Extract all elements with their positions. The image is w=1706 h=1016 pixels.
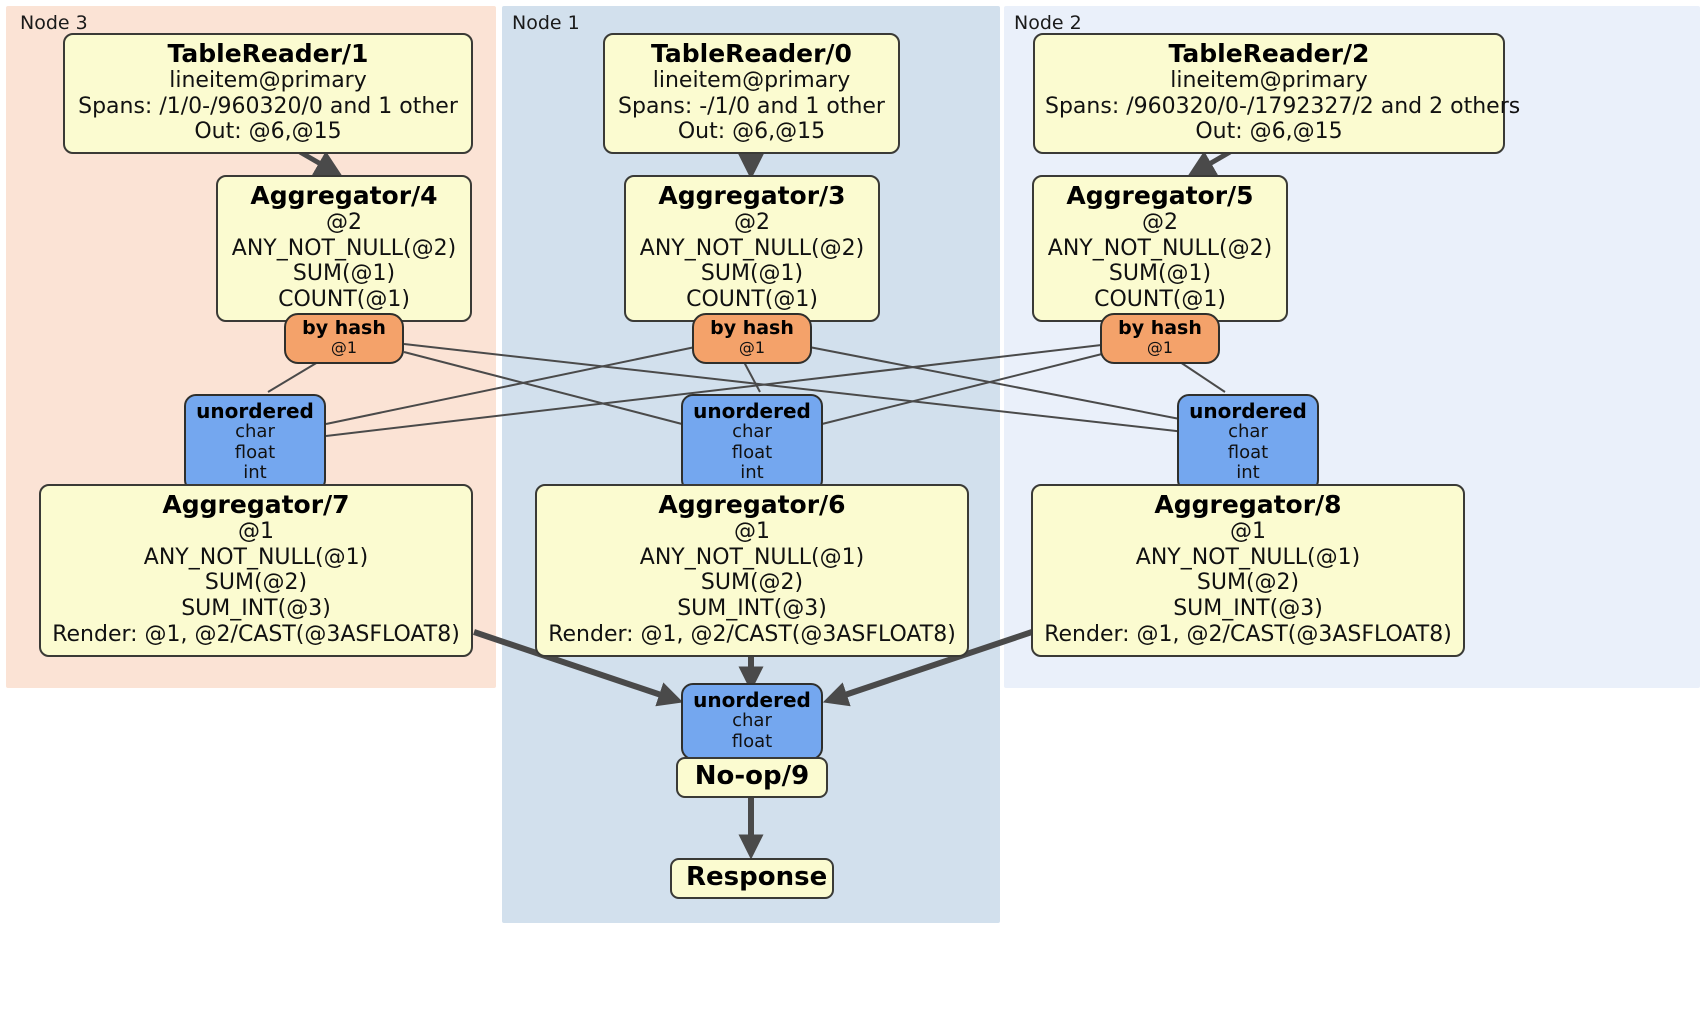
router-title: unordered [196, 399, 314, 423]
processor-aggregator-7[interactable]: Aggregator/7 @1 ANY_NOT_NULL(@1) SUM(@2)… [39, 484, 473, 657]
processor-detail: COUNT(@1) [1094, 287, 1226, 313]
router-title: by hash [1118, 317, 1202, 339]
processor-aggregator-5[interactable]: Aggregator/5 @2 ANY_NOT_NULL(@2) SUM(@1)… [1032, 175, 1288, 322]
processor-title: Aggregator/7 [162, 490, 350, 519]
input-router-unordered-center[interactable]: unordered char float int [681, 394, 823, 492]
processor-detail: ANY_NOT_NULL(@2) [1047, 235, 1273, 261]
processor-detail: @1 [238, 519, 274, 544]
router-title: unordered [693, 399, 811, 423]
processor-detail: Spans: /1/0-/960320/0 and 1 other [78, 93, 458, 119]
processor-detail: COUNT(@1) [278, 287, 410, 313]
processor-title: No-op/9 [694, 761, 810, 791]
output-router-by-hash-left[interactable]: by hash @1 [284, 313, 404, 364]
processor-detail: @2 [734, 210, 770, 235]
processor-detail: COUNT(@1) [686, 287, 818, 313]
router-title: unordered [693, 688, 811, 712]
router-detail: int [1236, 462, 1260, 484]
input-router-unordered-final[interactable]: unordered char float [681, 683, 823, 761]
processor-detail: lineitem@primary [1170, 68, 1368, 93]
processor-response[interactable]: Response [670, 858, 834, 899]
processor-detail: Render: @1, @2/CAST(@3ASFLOAT8) [52, 621, 460, 647]
router-detail: char [1228, 421, 1268, 443]
router-detail: float [234, 441, 276, 463]
processor-detail: SUM(@1) [1108, 261, 1212, 287]
processor-aggregator-8[interactable]: Aggregator/8 @1 ANY_NOT_NULL(@1) SUM(@2)… [1031, 484, 1465, 657]
processor-detail: @1 [734, 519, 770, 544]
processor-detail: SUM(@2) [700, 570, 804, 596]
processor-tablereader-0[interactable]: TableReader/0 lineitem@primary Spans: -/… [603, 33, 900, 155]
router-title: by hash [710, 317, 794, 339]
router-title: unordered [1189, 399, 1307, 423]
processor-detail: @2 [326, 210, 362, 235]
processor-aggregator-3[interactable]: Aggregator/3 @2 ANY_NOT_NULL(@2) SUM(@1)… [624, 175, 880, 322]
processor-tablereader-2[interactable]: TableReader/2 lineitem@primary Spans: /9… [1033, 33, 1521, 155]
input-router-unordered-right[interactable]: unordered char float int [1177, 394, 1319, 492]
router-title: by hash [302, 317, 386, 339]
processor-detail: SUM(@1) [292, 261, 396, 287]
processor-tablereader-1[interactable]: TableReader/1 lineitem@primary Spans: /1… [63, 33, 473, 155]
processor-detail: Render: @1, @2/CAST(@3ASFLOAT8) [1044, 621, 1452, 647]
router-detail: int [243, 462, 267, 484]
node-panel-label-node1: Node 1 [512, 12, 580, 34]
processor-detail: ANY_NOT_NULL(@2) [231, 235, 457, 261]
processor-detail: Spans: -/1/0 and 1 other [618, 93, 885, 119]
processor-title: Aggregator/4 [250, 181, 438, 210]
processor-detail: ANY_NOT_NULL(@1) [143, 544, 369, 570]
processor-noop-9[interactable]: No-op/9 [676, 757, 828, 798]
processor-detail: ANY_NOT_NULL(@1) [1135, 544, 1361, 570]
processor-detail: Render: @1, @2/CAST(@3ASFLOAT8) [548, 621, 956, 647]
processor-detail: SUM(@2) [1196, 570, 1300, 596]
processor-detail: SUM(@1) [700, 261, 804, 287]
router-detail: float [731, 730, 773, 752]
processor-detail: Out: @6,@15 [677, 119, 826, 145]
processor-title: Aggregator/8 [1154, 490, 1342, 519]
processor-detail: lineitem@primary [169, 68, 367, 93]
processor-detail: @1 [1230, 519, 1266, 544]
node-panel-label-node2: Node 2 [1014, 12, 1082, 34]
processor-aggregator-6[interactable]: Aggregator/6 @1 ANY_NOT_NULL(@1) SUM(@2)… [535, 484, 969, 657]
processor-title: TableReader/1 [167, 39, 369, 68]
processor-detail: Out: @6,@15 [194, 119, 342, 145]
router-detail: @1 [738, 337, 766, 357]
processor-detail: Out: @6,@15 [1195, 119, 1343, 145]
processor-title: Aggregator/6 [658, 490, 846, 519]
router-detail: @1 [1146, 337, 1174, 357]
processor-title: Aggregator/5 [1066, 181, 1254, 210]
processor-detail: SUM(@2) [204, 570, 308, 596]
processor-title: Aggregator/3 [658, 181, 846, 210]
router-detail: int [740, 462, 764, 484]
node-panel-label-node3: Node 3 [20, 12, 88, 34]
output-router-by-hash-center[interactable]: by hash @1 [692, 313, 812, 364]
processor-title: TableReader/2 [1168, 39, 1370, 68]
processor-title: Response [686, 862, 828, 892]
router-detail: char [235, 421, 275, 443]
processor-detail: ANY_NOT_NULL(@2) [639, 235, 865, 261]
router-detail: @1 [330, 337, 358, 357]
processor-detail: @2 [1142, 210, 1178, 235]
processor-title: TableReader/0 [651, 39, 852, 68]
router-detail: float [731, 441, 773, 463]
input-router-unordered-left[interactable]: unordered char float int [184, 394, 326, 492]
processor-detail: lineitem@primary [652, 68, 851, 93]
processor-detail: SUM_INT(@3) [677, 596, 827, 622]
router-detail: char [732, 421, 772, 443]
processor-detail: ANY_NOT_NULL(@1) [639, 544, 865, 570]
output-router-by-hash-right[interactable]: by hash @1 [1100, 313, 1220, 364]
processor-aggregator-4[interactable]: Aggregator/4 @2 ANY_NOT_NULL(@2) SUM(@1)… [216, 175, 472, 322]
router-detail: float [1227, 441, 1269, 463]
processor-detail: Spans: /960320/0-/1792327/2 and 2 others [1045, 93, 1521, 119]
processor-detail: SUM_INT(@3) [181, 596, 331, 622]
router-detail: char [732, 710, 772, 732]
processor-detail: SUM_INT(@3) [1173, 596, 1323, 622]
